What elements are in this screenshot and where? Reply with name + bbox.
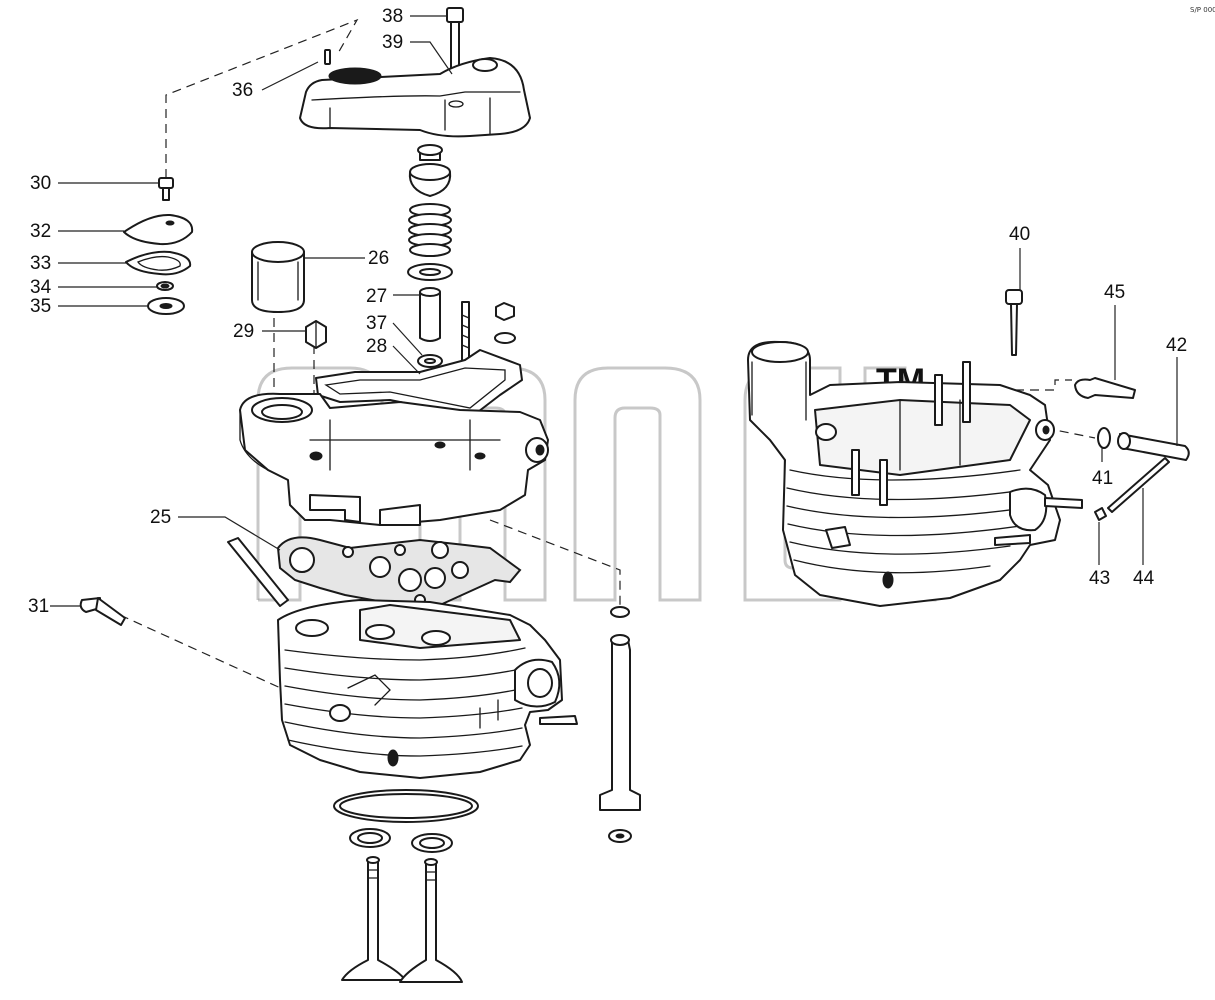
part-43-pin (1094, 507, 1107, 521)
valve-spring (408, 203, 452, 257)
callout-35: 35 (30, 296, 51, 317)
part-32-cover-plate (123, 213, 194, 246)
part-41-washer (1097, 427, 1111, 449)
part-38-bolt (446, 7, 464, 71)
oring-seal (333, 789, 479, 823)
part-35-washer (147, 297, 185, 315)
callout-28: 28 (366, 336, 387, 357)
callout-39: 39 (382, 32, 403, 53)
callout-30: 30 (30, 173, 51, 194)
callout-40: 40 (1009, 224, 1030, 245)
callout-45: 45 (1104, 282, 1125, 303)
valve-seals (349, 828, 453, 853)
valves (341, 856, 463, 983)
cylinder-head-left (277, 599, 578, 779)
part-44-rod (1107, 457, 1170, 513)
part-42-shaft (1117, 432, 1190, 461)
callout-37: 37 (366, 313, 387, 334)
callout-29: 29 (233, 321, 254, 342)
pushrod-tube (599, 606, 641, 843)
part-29-nut (305, 320, 327, 349)
callout-25: 25 (150, 507, 171, 528)
cylinder-head-right (747, 340, 1083, 607)
part-45-fitting (1074, 377, 1136, 399)
part-34-oring (156, 281, 174, 291)
callout-41: 41 (1092, 468, 1113, 489)
callout-labels: 38 39 36 30 32 33 34 35 26 27 37 28 29 2… (28, 6, 1187, 617)
part-33-gasket (125, 250, 192, 276)
callout-31: 31 (28, 596, 49, 617)
callout-44: 44 (1133, 568, 1155, 589)
part-30-screw (158, 177, 174, 201)
part-26-tappet (251, 241, 305, 313)
rocker-cover (299, 57, 531, 138)
valve-cap (408, 144, 452, 197)
head-studs (79, 537, 289, 626)
callout-43: 43 (1089, 568, 1110, 589)
callout-27: 27 (366, 286, 387, 307)
callout-33: 33 (30, 253, 51, 274)
stud-and-nut (461, 301, 516, 389)
callout-26: 26 (368, 248, 389, 269)
part-27-guide (419, 287, 441, 342)
part-25-head-gasket (276, 536, 522, 612)
corner-code: S/P 000 (1190, 6, 1215, 14)
spring-washer (407, 263, 453, 281)
leader-lines (50, 15, 1178, 607)
callout-36: 36 (232, 80, 253, 101)
part-40-screw (1005, 289, 1023, 356)
rocker-gasket (315, 349, 523, 419)
part-37-washer (417, 354, 443, 368)
rocker-housing (239, 392, 549, 526)
callout-42: 42 (1166, 335, 1187, 356)
callout-38: 38 (382, 6, 403, 27)
part-36-pin (324, 49, 331, 65)
callout-32: 32 (30, 221, 51, 242)
callout-34: 34 (30, 277, 52, 298)
